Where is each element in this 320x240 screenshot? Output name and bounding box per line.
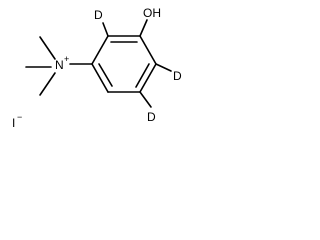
bond-to-deuterium-bottom [139, 91, 152, 108]
deuterium-right-label: D [173, 69, 182, 83]
deuterium-top-label: D [94, 8, 103, 22]
nitrogen-charge: + [64, 54, 69, 64]
bond-to-deuterium-top [102, 22, 109, 37]
deuterium-bottom-label: D [147, 110, 156, 124]
benzene-ring [91, 35, 157, 93]
chemical-structure: D OH D D N + I − [12, 6, 182, 130]
methyl-bond-down [39, 72, 56, 96]
ring-bond-2 [139, 35, 157, 65]
ring-bond-5 [91, 63, 109, 93]
ring-bond-3-inner [135, 63, 150, 88]
iodide-charge: − [17, 112, 22, 122]
ring-bond-5-inner [98, 63, 113, 87]
bond-to-hydroxyl [139, 19, 148, 37]
ring-bond-3 [139, 63, 157, 93]
methyl-bond-up [39, 36, 56, 60]
iodide-label: I [12, 116, 15, 130]
hydroxyl-label: OH [143, 6, 161, 20]
bond-to-deuterium-right [155, 63, 172, 72]
ring-bond-6 [91, 35, 109, 65]
nitrogen-label: N [55, 58, 64, 72]
